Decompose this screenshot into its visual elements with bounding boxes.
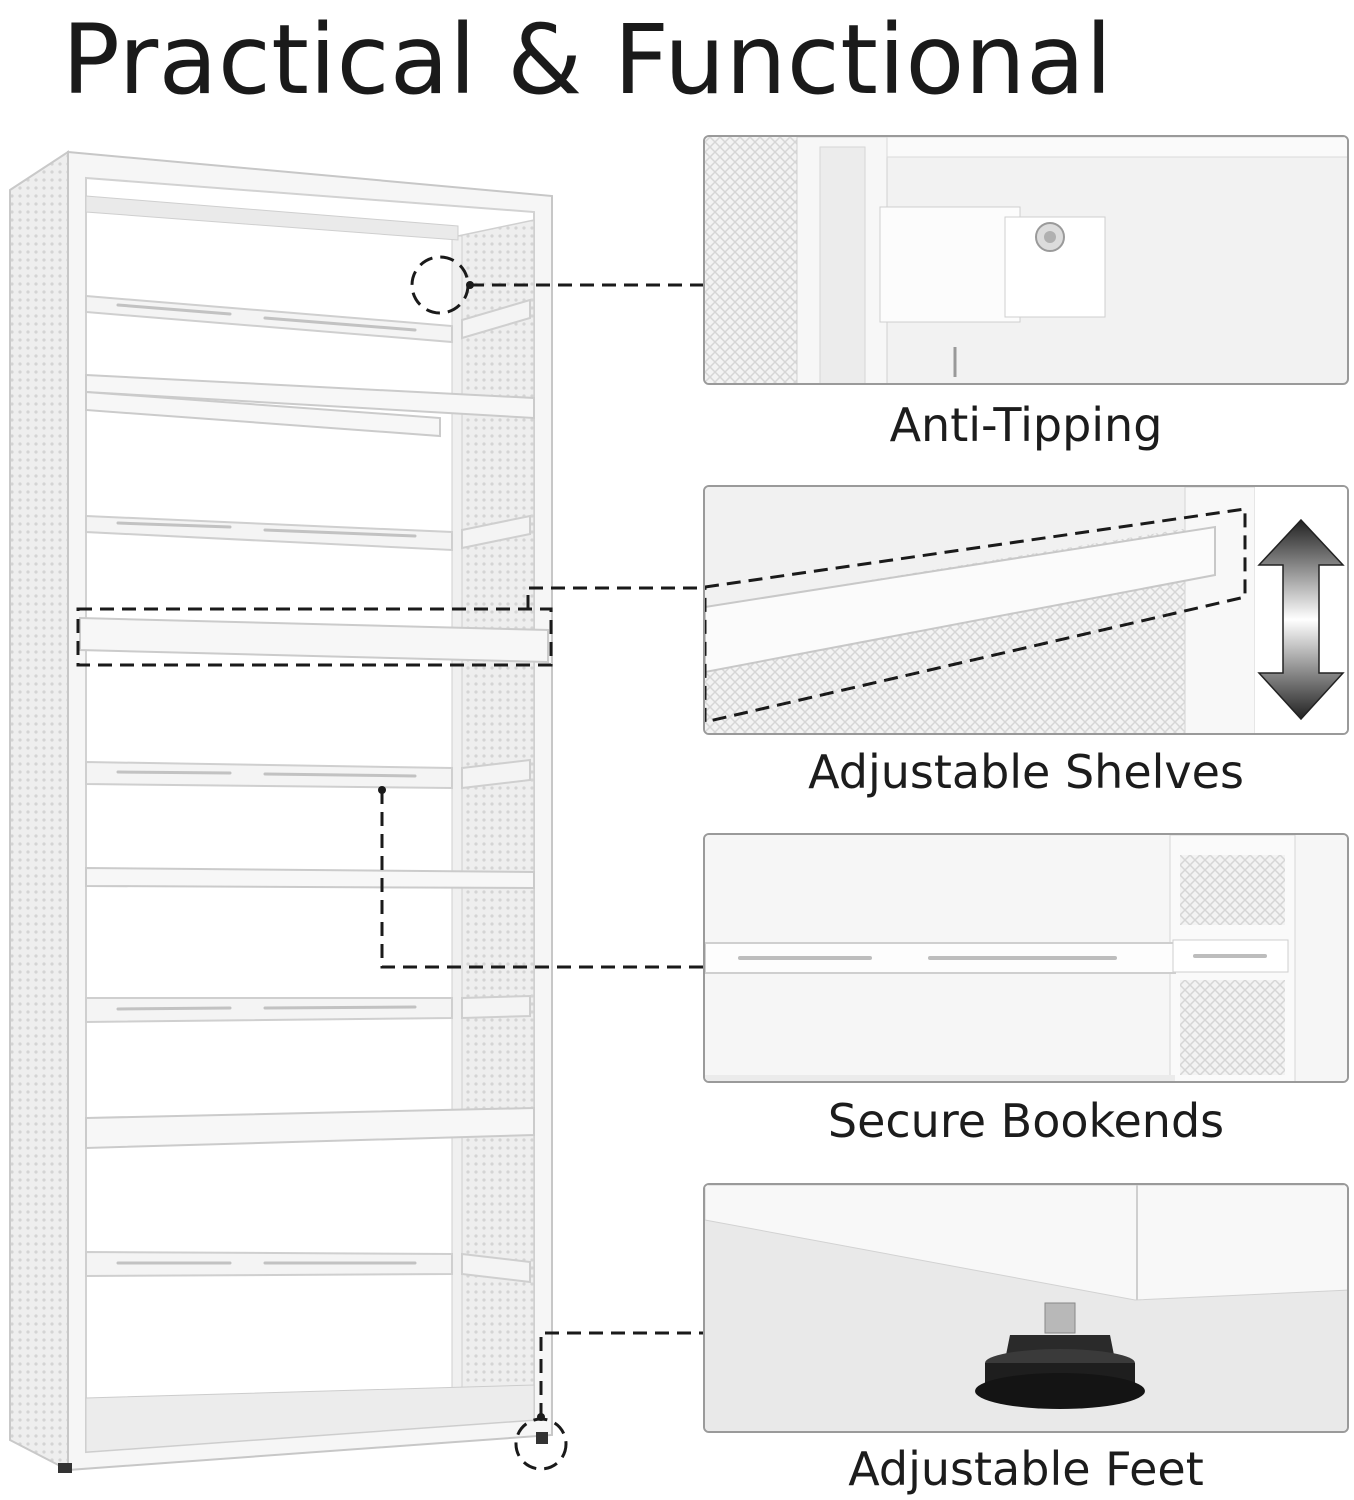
adjustable-feet-panel (703, 1183, 1349, 1433)
up-down-arrow-icon (1257, 518, 1345, 721)
page-title: Practical & Functional (62, 4, 1113, 116)
adjustable-feet-label: Adjustable Feet (848, 1442, 1204, 1496)
leveling-foot-icon (705, 1185, 1347, 1431)
bookend-rail-icon (705, 835, 1347, 1081)
adjustable-shelves-panel (703, 485, 1349, 735)
anti-tipping-label: Anti-Tipping (889, 398, 1163, 452)
rail-slots (116, 303, 417, 1265)
side-mesh-panel (9, 150, 69, 1472)
callout-dots (378, 281, 545, 1421)
anti-tipping-panel (703, 135, 1349, 385)
anti-tipping-bracket-icon (705, 137, 1347, 383)
adjustable-shelf-detail (705, 487, 1347, 733)
secure-bookends-label: Secure Bookends (827, 1094, 1225, 1148)
shelf-boards (79, 373, 549, 1150)
secure-bookends-panel (703, 833, 1349, 1083)
adjustable-shelves-label: Adjustable Shelves (808, 745, 1244, 799)
rail-brackets (461, 298, 531, 1284)
